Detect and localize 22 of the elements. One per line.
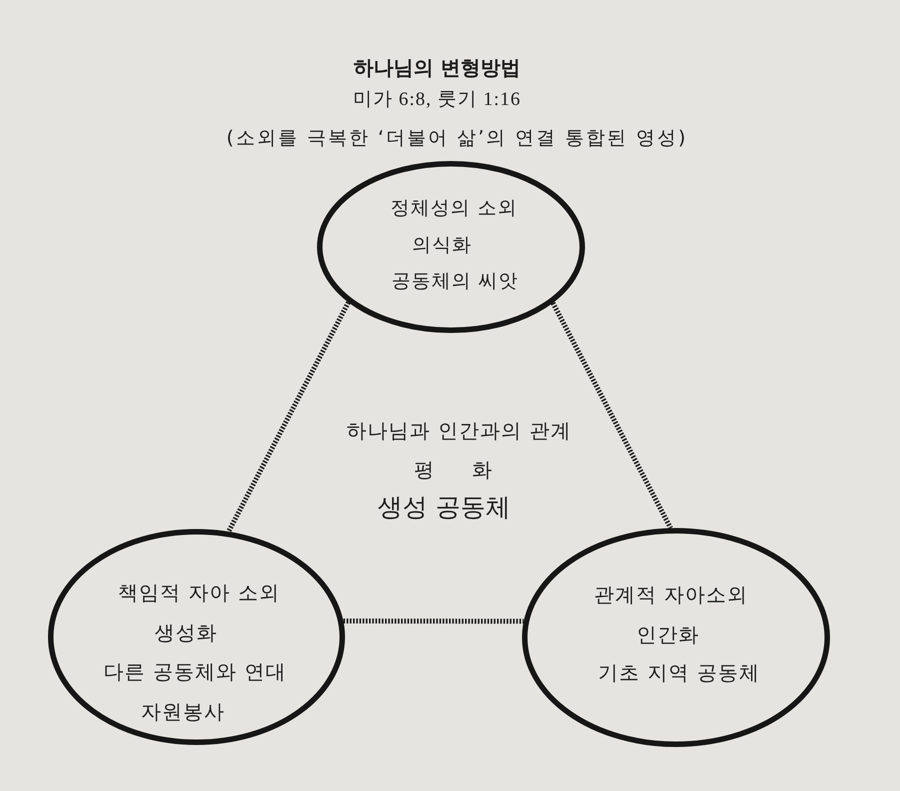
dotted-line (226, 301, 351, 533)
node-text: 생성화 (154, 622, 218, 644)
dotted-line (550, 302, 673, 530)
center-text: 생성 공동체 (378, 494, 510, 522)
node-text: 책임적 자아 소외 (118, 582, 280, 604)
dotted-line (343, 618, 524, 624)
node-text: 자원봉사 (141, 700, 225, 724)
subtitle-text: 미가 6:8, 룻기 1:16 (352, 89, 522, 111)
center-text: 하나님과 인간과의 관계 (346, 420, 572, 442)
oval-node (522, 528, 830, 747)
title: 하나님의 변형방법 (354, 56, 520, 80)
oval-node (48, 529, 345, 745)
node-text: 정체성의 소외 (390, 198, 518, 220)
node-text: 공동체의 씨앗 (391, 271, 519, 293)
node-text: 기초 지역 공동체 (598, 662, 760, 684)
oval-node (317, 161, 585, 333)
node-text: 관계적 자아소외 (594, 584, 748, 606)
node-text: 의식화 (412, 235, 472, 257)
node-text: 인간화 (636, 624, 700, 646)
node-text: 다른 공동체와 연대 (104, 660, 286, 684)
subtitle-text: (소외를 극복한 ‘더불어 삶’의 연결 통합된 영성) (226, 128, 688, 150)
center-text: 평 화 (414, 458, 492, 482)
